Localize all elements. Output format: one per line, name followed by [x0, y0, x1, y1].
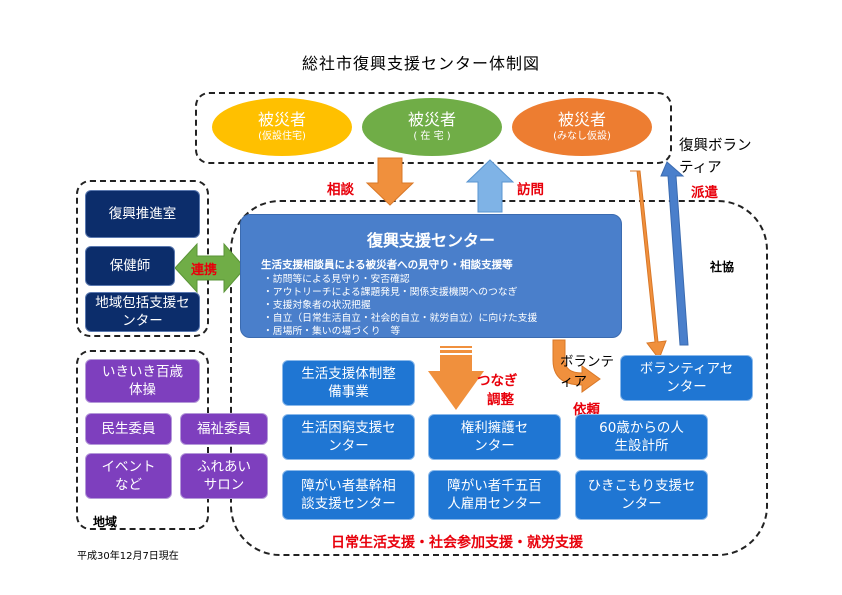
- page-title: 総社市復興支援センター体制図: [301, 54, 540, 73]
- ikiiki-box: いきいき百歳体操: [85, 359, 200, 403]
- box-label: 生活困窮支援センター: [301, 420, 396, 454]
- shakyo-label: 社協: [710, 260, 735, 274]
- center-item: ・居場所・集いの場づくり 等: [263, 326, 401, 337]
- event-box: イベントなど: [85, 453, 172, 499]
- haken-arrow: [660, 161, 689, 346]
- box-label: 障がい者千五百人雇用センター: [447, 478, 542, 512]
- kenri-box: 権利擁護センター: [428, 414, 561, 460]
- center-item: ・訪問等による見守り・安否確認: [263, 274, 410, 285]
- center-items: ・訪問等による見守り・安否確認 ・アウトリーチによる課題発見・関係支援機関へのつ…: [263, 273, 621, 338]
- houmon-arrow: [465, 159, 515, 213]
- center-item: ・支援対象者の状況把握: [263, 300, 371, 311]
- victim-temporary-housing: 被災者 (仮設住宅): [212, 98, 352, 156]
- box-label: 復興推進室: [108, 206, 177, 222]
- center-box: 復興支援センター 生活支援相談員による被災者への見守り・相談支援等 ・訪問等によ…: [240, 214, 622, 338]
- tsunagi-label: つなぎ: [477, 373, 518, 389]
- box-label: 保健師: [109, 258, 151, 274]
- tsunagi-arrow: [428, 346, 484, 410]
- box-label: 生活支援体制整備事業: [301, 366, 396, 400]
- center-subtitle: 生活支援相談員による被災者への見守り・相談支援等: [261, 259, 513, 271]
- center-title: 復興支援センター: [366, 231, 495, 250]
- box-label: 民生委員: [101, 421, 156, 437]
- footer-support: 日常生活支援・社会参加支援・就労支援: [331, 535, 583, 551]
- soudan-arrow: [365, 157, 415, 206]
- renkei-label: 連携: [191, 263, 218, 278]
- minsei-box: 民生委員: [85, 413, 172, 445]
- center-item: ・アウトリーチによる課題発見・関係支援機関へのつなぎ: [263, 287, 518, 298]
- box-label: ひきこもり支援センター: [587, 478, 696, 512]
- fukkou-suishin-box: 復興推進室: [85, 190, 200, 238]
- volunteer-center-box: ボランティアセンター: [620, 355, 753, 401]
- victim-sub: (仮設住宅): [258, 131, 306, 142]
- box-label: 障がい者基幹相談支援センター: [301, 478, 396, 512]
- hokenshi-box: 保健師: [85, 246, 175, 286]
- fureai-box: ふれあいサロン: [180, 453, 268, 499]
- victim-label: 被災者: [407, 110, 456, 129]
- box-label: いきいき百歳体操: [102, 364, 183, 398]
- fukushi-box: 福祉委員: [180, 413, 268, 445]
- victim-at-home: 被災者 ( 在 宅 ): [362, 98, 502, 156]
- seikatsu-taisei-box: 生活支援体制整備事業: [282, 360, 415, 406]
- box-label: 福祉委員: [197, 421, 251, 437]
- rokujussai-box: 60歳からの人生設計所: [575, 414, 708, 460]
- seikatsu-konkyu-box: 生活困窮支援センター: [282, 414, 415, 460]
- chousei-label: 調整: [487, 392, 514, 408]
- victim-sub: ( 在 宅 ): [413, 131, 451, 142]
- volunteer-request-label: ボランティア: [560, 354, 614, 390]
- volunteer-request-arrow: [630, 170, 667, 361]
- box-label: イベントなど: [101, 459, 156, 493]
- irai-arrow: [552, 339, 601, 393]
- chiiki-label: 地域: [93, 515, 118, 529]
- soudan-label: 相談: [327, 182, 354, 198]
- victim-label: 被災者: [557, 110, 606, 129]
- box-label: ふれあいサロン: [197, 459, 251, 493]
- victim-label: 被災者: [257, 110, 306, 129]
- box-label: 60歳からの人生設計所: [599, 420, 684, 454]
- box-label: 権利擁護センター: [460, 420, 529, 454]
- victims-group: [195, 92, 672, 164]
- victim-deemed-temporary: 被災者 (みなし仮設): [512, 98, 652, 156]
- fukkou-volunteer-label: 復興ボランティア: [679, 138, 752, 176]
- shogai-koyo-box: 障がい者千五百人雇用センター: [428, 470, 561, 520]
- shogai-kikan-box: 障がい者基幹相談支援センター: [282, 470, 415, 520]
- houkatsu-box: 地域包括支援センター: [85, 292, 200, 332]
- date-label: 平成30年12月7日現在: [77, 551, 179, 562]
- center-item: ・自立（日常生活自立・社会的自立・就労自立）に向けた支援: [263, 313, 538, 324]
- haken-label: 派遣: [691, 185, 718, 201]
- hikikomori-box: ひきこもり支援センター: [575, 470, 708, 520]
- box-label: ボランティアセンター: [639, 361, 734, 395]
- box-label: 地域包括支援センター: [95, 295, 190, 329]
- houmon-label: 訪問: [517, 182, 544, 198]
- victim-sub: (みなし仮設): [553, 131, 611, 142]
